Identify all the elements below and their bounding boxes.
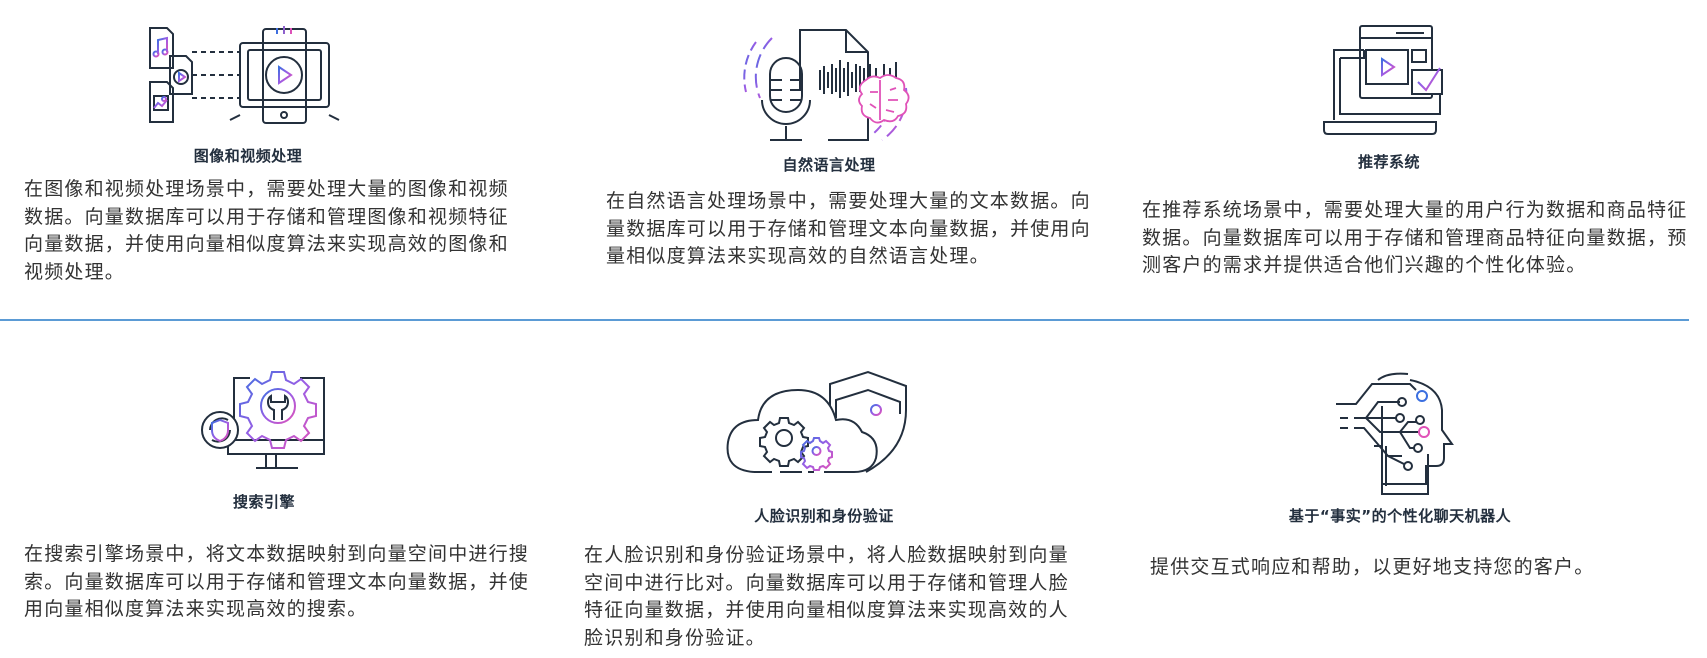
card-description: 在图像和视频处理场景中，需要处理大量的图像和视频数据。向量数据库可以用于存储和管… xyxy=(24,178,509,283)
card-description: 提供交互式响应和帮助，以更好地支持您的客户。 xyxy=(1150,556,1595,578)
media-files-tv-icon xyxy=(149,26,340,124)
card-description: 在自然语言处理场景中，需要处理大量的文本数据。向量数据库可以用于存储和管理文本向… xyxy=(606,190,1091,267)
monitor-gear-shield-icon xyxy=(201,371,325,469)
card-description: 在人脸识别和身份验证场景中，将人脸数据映射到向量空间中进行比对。向量数据库可以用… xyxy=(584,544,1069,649)
card-title: 自然语言处理 xyxy=(782,156,876,174)
card-title: 图像和视频处理 xyxy=(193,147,303,165)
card-title: 人脸识别和身份验证 xyxy=(754,507,894,525)
section-divider xyxy=(0,319,1689,321)
card-title: 推荐系统 xyxy=(1357,153,1420,171)
card-title: 基于“事实”的个性化聊天机器人 xyxy=(1288,507,1512,525)
card-description: 在推荐系统场景中，需要处理大量的用户行为数据和商品特征数据。向量数据库可以用于存… xyxy=(1142,199,1688,276)
laptop-video-checkmark-icon xyxy=(1323,25,1443,135)
ai-head-circuit-icon xyxy=(1336,372,1454,495)
cloud-gears-shield-icon xyxy=(726,370,907,473)
card-title: 搜索引擎 xyxy=(232,493,295,511)
microphone-document-brain-icon xyxy=(743,29,910,141)
card-description: 在搜索引擎场景中，将文本数据映射到向量空间中进行搜索。向量数据库可以用于存储和管… xyxy=(24,543,530,620)
